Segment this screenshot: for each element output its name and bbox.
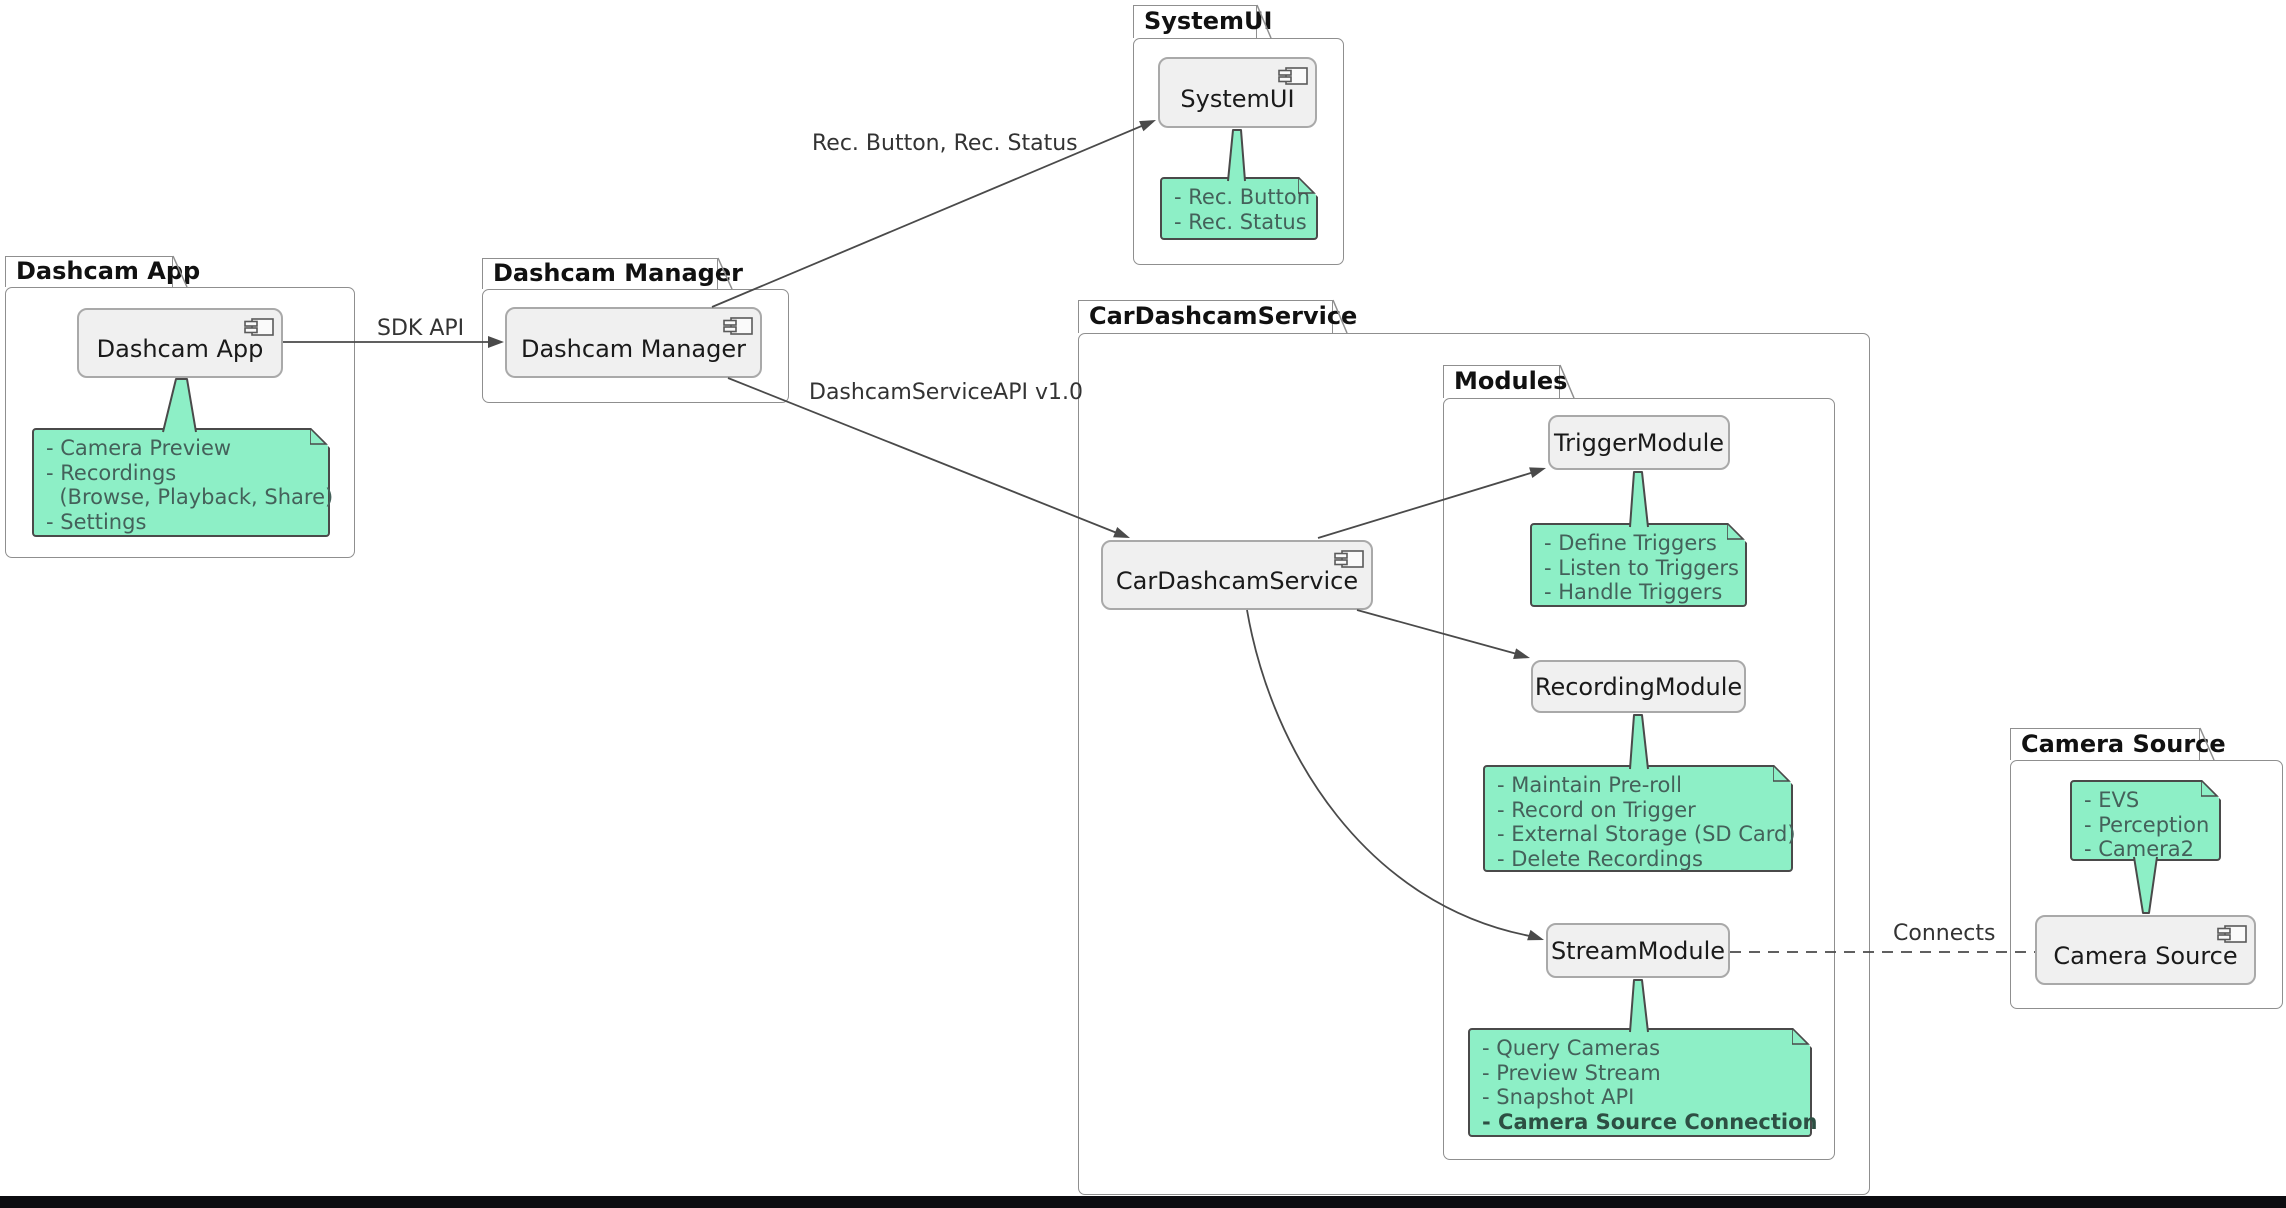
component-trigger-module: TriggerModule [1548,415,1730,470]
package-tab-system-ui: SystemUI [1133,5,1272,38]
note-dashcam-app: - Camera Preview - Recordings (Browse, P… [32,428,334,537]
component-stream-module: StreamModule [1546,923,1730,978]
note-line: - Preview Stream [1482,1060,1661,1085]
note-trigger-module: - Define Triggers - Listen to Triggers -… [1530,523,1747,607]
component-icon [244,318,274,336]
component-label: Camera Source [2053,942,2238,970]
note-line: - Define Triggers [1544,531,1717,555]
note-fold-icon [1792,1028,1812,1048]
component-icon [2217,925,2247,943]
component-label: Dashcam Manager [520,334,746,363]
component-icon [1334,550,1364,568]
package-tab-dashcam-app: Dashcam App [5,256,200,287]
package-tab-dashcam-manager: Dashcam Manager [482,258,743,289]
note-stream-module: - Query Cameras - Preview Stream - Snaps… [1468,1028,1818,1137]
package-tab-car-dashcam-service: CarDashcamService [1078,300,1357,333]
note-fold-icon [1727,523,1747,543]
note-system-ui: - Rec. Button - Rec. Status [1160,177,1318,240]
component-recording-module: RecordingModule [1531,660,1746,713]
note-line: - Listen to Triggers [1544,555,1739,580]
edge-label-connects: Connects [1893,921,1996,946]
edge-label-sdk-api: SDK API [377,316,465,341]
note-line: - Camera2 [2084,837,2195,861]
note-line: - Record on Trigger [1497,797,1696,822]
note-line: - External Storage (SD Card) [1497,822,1796,846]
package-tab-camera-source: Camera Source [2010,728,2226,760]
note-line: - Camera Preview [46,436,232,460]
component-dashcam-manager: Dashcam Manager [505,307,762,378]
note-fold-icon [310,428,330,448]
package-label: Camera Source [2021,729,2226,758]
note-line-bold: - Camera Source Connection [1482,1109,1818,1134]
note-line: - Perception [2084,812,2210,837]
component-system-ui: SystemUI [1158,57,1317,128]
note-line: (Browse, Playback, Share) [46,485,334,509]
component-car-dashcam-service: CarDashcamService [1101,540,1373,610]
edge-label-dashcam-service-api: DashcamServiceAPI v1.0 [809,380,1083,405]
note-fold-icon [1298,177,1318,197]
package-label: Dashcam App [16,257,201,285]
note-line: - Settings [46,509,147,534]
note-line: - Maintain Pre-roll [1497,773,1682,797]
note-camera-source: - EVS - Perception - Camera2 [2070,780,2221,861]
note-line: - Recordings [46,460,177,485]
note-line: - Snapshot API [1482,1085,1635,1109]
component-label: SystemUI [1180,84,1295,113]
note-line: - Query Cameras [1482,1036,1661,1060]
component-label: CarDashcamService [1115,567,1359,595]
component-camera-source: Camera Source [2035,915,2256,985]
note-line: - Rec. Status [1174,209,1307,234]
package-label: Dashcam Manager [493,259,743,287]
package-label: SystemUI [1144,7,1273,35]
note-line: - Rec. Button [1174,185,1311,209]
component-icon [1278,67,1308,85]
component-label: RecordingModule [1534,672,1743,701]
component-label: Dashcam App [96,335,264,363]
note-fold-icon [2201,780,2221,800]
component-icon [723,317,753,335]
note-recording-module: - Maintain Pre-roll - Record on Trigger … [1483,765,1796,872]
note-fold-icon [1773,765,1793,785]
note-line: - Delete Recordings [1497,846,1703,871]
bottom-bar [0,1196,2286,1208]
package-tab-modules: Modules [1443,365,1567,398]
note-line: - Handle Triggers [1544,580,1723,604]
edge-label-rec-button-status: Rec. Button, Rec. Status [812,131,1078,156]
component-label: StreamModule [1550,936,1726,965]
package-label: CarDashcamService [1089,302,1358,330]
note-line: - EVS [2084,788,2140,812]
package-label: Modules [1454,367,1568,395]
component-dashcam-app: Dashcam App [77,308,283,378]
component-label: TriggerModule [1553,428,1725,457]
